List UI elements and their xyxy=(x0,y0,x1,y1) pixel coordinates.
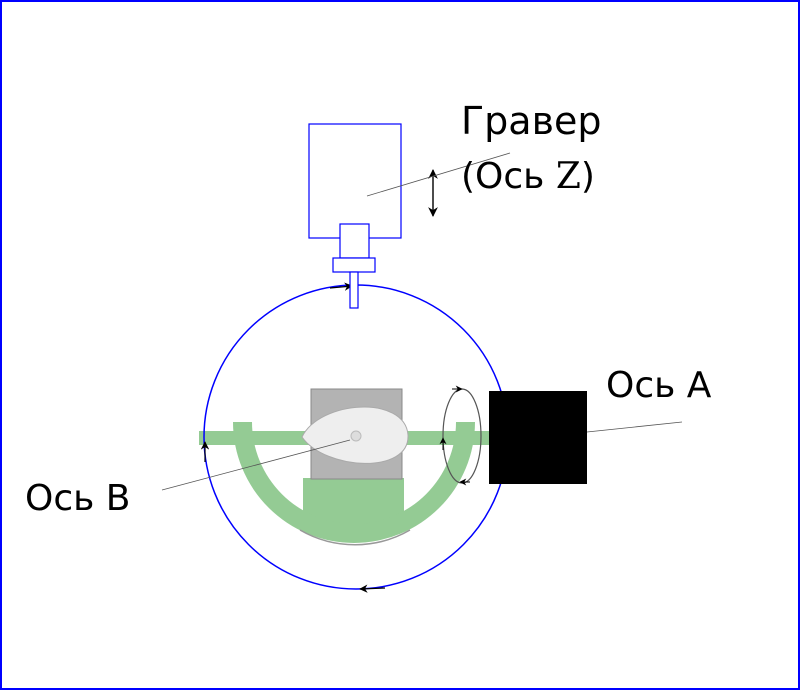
axis-z-letter: Z xyxy=(556,156,581,197)
axis-z-label: (Ось Z) xyxy=(461,156,595,197)
cradle-arc xyxy=(233,422,475,543)
axis-z-prefix: (Ось xyxy=(461,156,556,197)
engraver-leader-line xyxy=(366,152,511,197)
engraver-tip xyxy=(349,271,359,309)
engraver xyxy=(308,123,402,309)
a-axis-motor xyxy=(489,391,587,484)
axis-b-leader-line xyxy=(161,439,351,491)
engraver-collet xyxy=(332,257,376,273)
axis-z-suffix: ) xyxy=(581,156,595,197)
axis-b-label: Ось B xyxy=(25,478,131,519)
engraver-label: Гравер xyxy=(461,99,601,143)
axis-a-leader-line xyxy=(586,421,683,433)
axis-a-label: Ось A xyxy=(606,365,712,406)
engraver-neck xyxy=(339,223,370,259)
b-axis-arrow-bottom xyxy=(359,584,386,593)
engraver-body xyxy=(308,123,402,239)
b-axis-arrow-top xyxy=(329,282,353,291)
egg-center xyxy=(350,430,362,442)
